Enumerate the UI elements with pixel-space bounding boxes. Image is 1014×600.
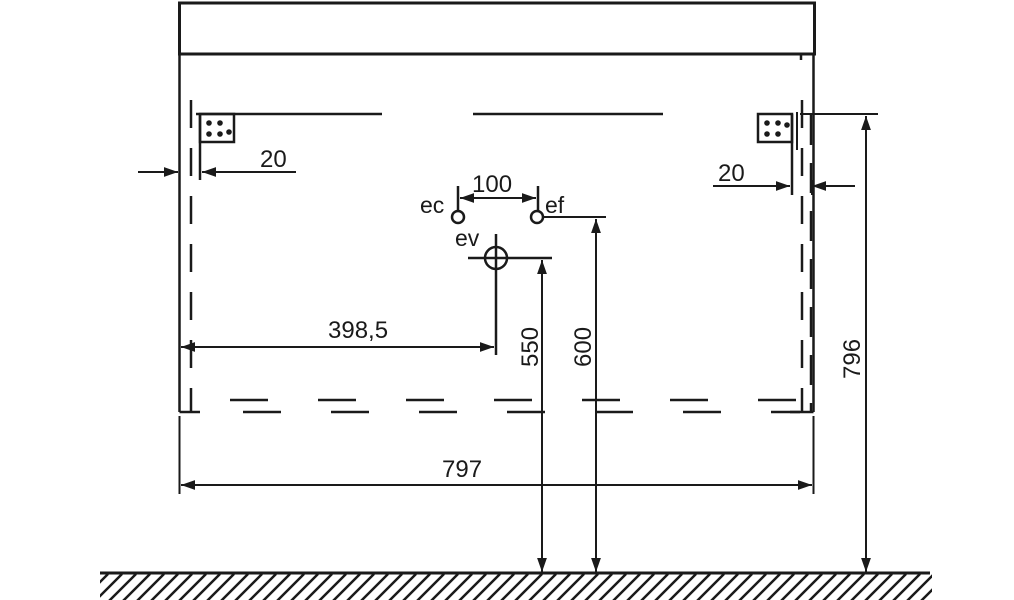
floor-hatch-line [192, 574, 221, 600]
floor-hatch-line [388, 574, 417, 600]
floor-hatch-line [100, 574, 123, 598]
floor-hatch-line [654, 574, 683, 600]
floor-hatch-line [206, 574, 235, 600]
floor-hatch-line [374, 574, 403, 600]
floor-hatch-line [598, 574, 627, 600]
floor-hatch-line [136, 574, 165, 600]
floor-hatch-line [794, 574, 823, 600]
floor-hatch-line [262, 574, 291, 600]
drain-height-label: 550 [517, 327, 544, 367]
floor-hatch-line [766, 574, 795, 600]
floor-line [100, 571, 976, 600]
floor-hatch-line [500, 574, 529, 600]
floor-hatch-line [514, 574, 543, 600]
floor-hatch-line [332, 574, 361, 600]
outlet-spacing-label: 100 [472, 171, 512, 198]
floor-hatch-line [276, 574, 305, 600]
floor-hatch-line [542, 574, 571, 600]
floor-hatch-line [892, 574, 921, 600]
floor-hatch-line [178, 574, 207, 600]
floor-hatch-line [612, 574, 641, 600]
floor-hatch-line [304, 574, 333, 600]
floor-hatch-line [934, 574, 962, 600]
floor-hatch-line [752, 574, 781, 600]
bracket-right [756, 112, 798, 195]
floor-hatch-line [570, 574, 599, 600]
floor-hatch-line [430, 574, 459, 600]
floor-hatch-line [248, 574, 277, 600]
floor-hatch-line [724, 574, 753, 600]
hidden-lines [189, 100, 813, 414]
dimension-right-gap-label: 20 [718, 160, 745, 187]
floor-hatch-line [626, 574, 655, 600]
floor-hatch-line [920, 588, 932, 600]
floor-hatch-line [290, 574, 319, 600]
floor-hatch-line [472, 574, 501, 600]
floor-hatch-line [458, 574, 487, 600]
overall-width-label: 797 [442, 456, 482, 483]
cold-water-outlet [529, 186, 606, 225]
floor-hatch-line [360, 574, 389, 600]
floor-hatch-line [486, 574, 515, 600]
floor-hatch-line [710, 574, 739, 600]
floor-hatch-line [822, 574, 851, 600]
bracket-height-dimension [800, 113, 878, 572]
floor-hatch-line [402, 574, 431, 600]
floor-hatch-line [122, 574, 151, 600]
floor-hatch-line [556, 574, 585, 600]
cabinet-outline [178, 54, 815, 414]
bracket-left [198, 112, 236, 180]
floor-hatch-line [584, 574, 613, 600]
outlet-height-label: 600 [570, 327, 597, 367]
cold-water-label: ef [545, 192, 565, 218]
floor-hatch-line [108, 574, 137, 600]
floor-hatch-line [528, 574, 557, 600]
countertop [178, 1, 816, 56]
floor-hatch-line [836, 574, 865, 600]
floor-hatch-line [878, 574, 907, 600]
floor-hatch-line [234, 574, 263, 600]
floor-hatch-line [696, 574, 725, 600]
drain-label: ev [455, 225, 480, 251]
floor-hatch-line [780, 574, 809, 600]
floor-hatch-line [640, 574, 669, 600]
floor-hatch-line [220, 574, 249, 600]
floor-hatch-line [318, 574, 347, 600]
overall-width-dimension [178, 416, 815, 494]
hot-water-label: ec [420, 192, 444, 218]
floor-hatch-line [100, 574, 109, 584]
floor-hatch-line [738, 574, 767, 600]
floor-hatch-line [416, 574, 445, 600]
drain-outlet [468, 234, 552, 355]
floor-hatch-line [808, 574, 837, 600]
floor-hatch-line [850, 574, 879, 600]
floor-hatch-line [906, 574, 932, 600]
floor-hatch-line [948, 574, 976, 600]
dimension-left-gap-label: 20 [260, 146, 287, 173]
floor-hatch-line [444, 574, 473, 600]
floor-hatch-line [864, 574, 893, 600]
floor-hatch-line [164, 574, 193, 600]
floor-hatch-line [668, 574, 697, 600]
floor-hatch-line [682, 574, 711, 600]
floor-hatch-line [346, 574, 375, 600]
floor-hatch-line [150, 574, 179, 600]
drain-offset-label: 398,5 [328, 317, 388, 344]
hot-water-outlet [450, 186, 466, 225]
bracket-height-label: 796 [839, 339, 866, 379]
